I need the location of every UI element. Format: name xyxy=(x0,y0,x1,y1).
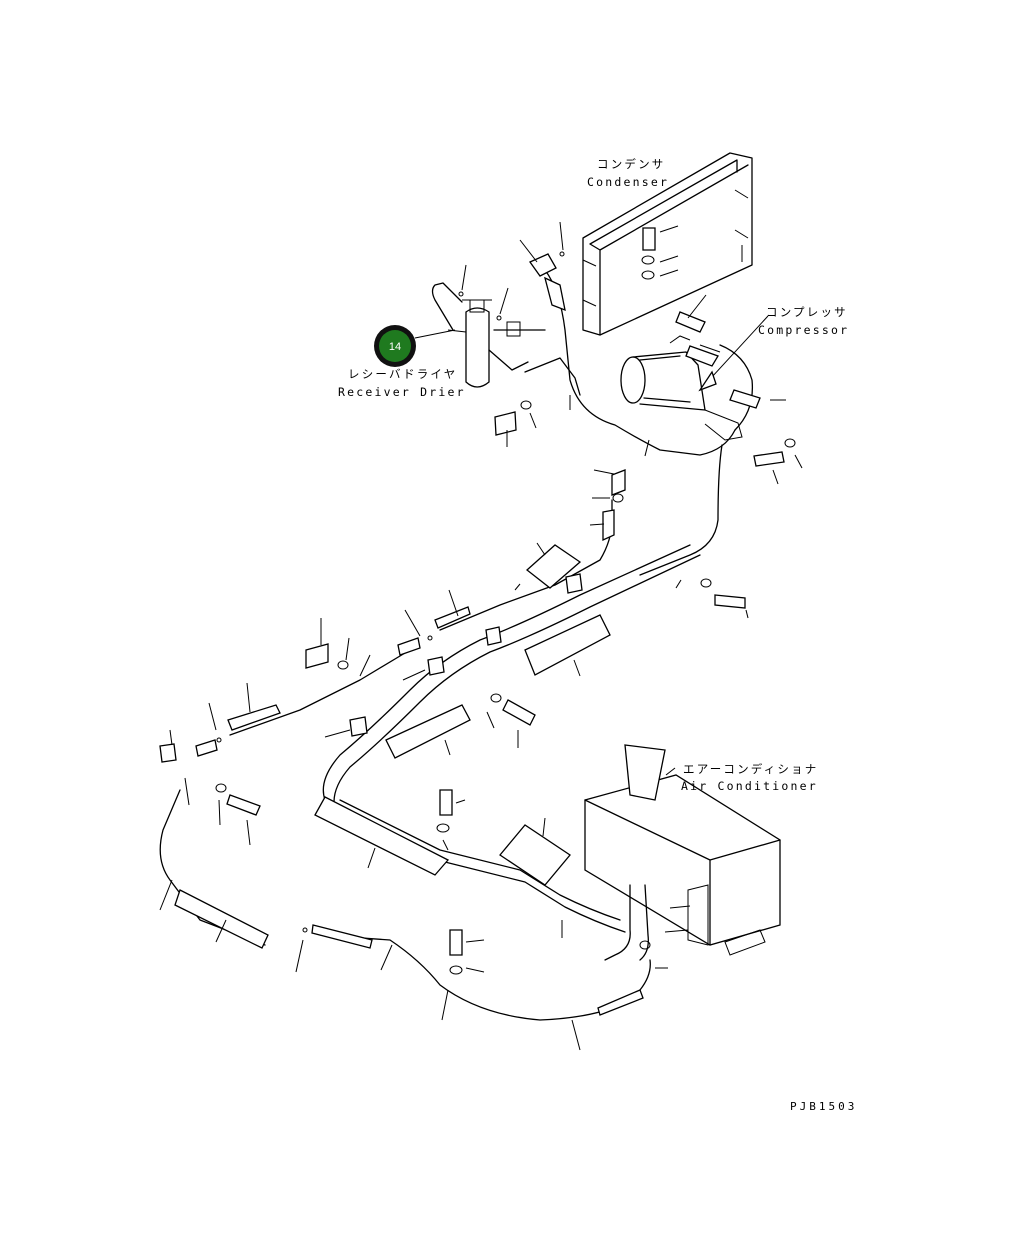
air-conditioner-label-jp: エアーコンディショナ xyxy=(683,762,819,776)
compressor-pointer-arrow xyxy=(698,370,717,392)
condenser-label-en: Condenser xyxy=(587,175,669,189)
compressor-label-jp: コンプレッサ xyxy=(766,305,848,319)
condenser-label-jp: コンデンサ xyxy=(597,157,666,171)
compressor-label-en: Compressor xyxy=(758,323,849,337)
receiver-drier xyxy=(431,282,546,388)
air-conditioner-label-en: Air Conditioner xyxy=(681,779,818,793)
air-conditioner-unit xyxy=(584,744,781,956)
callout-number: 14 xyxy=(389,341,401,353)
drawing-code: PJB1503 xyxy=(790,1100,857,1113)
washers xyxy=(215,251,796,975)
callout-leader xyxy=(414,329,456,339)
fittings-and-clamps xyxy=(159,227,785,1016)
callout-badge-fill xyxy=(379,330,411,362)
condenser xyxy=(582,152,753,336)
receiver-drier-label-jp: レシーバドライヤ xyxy=(348,367,457,381)
refrigerant-hoses xyxy=(159,269,754,1021)
compressor xyxy=(620,335,743,441)
receiver-drier-label-en: Receiver Drier xyxy=(338,385,466,399)
callout-badge[interactable]: 14 xyxy=(374,325,416,367)
